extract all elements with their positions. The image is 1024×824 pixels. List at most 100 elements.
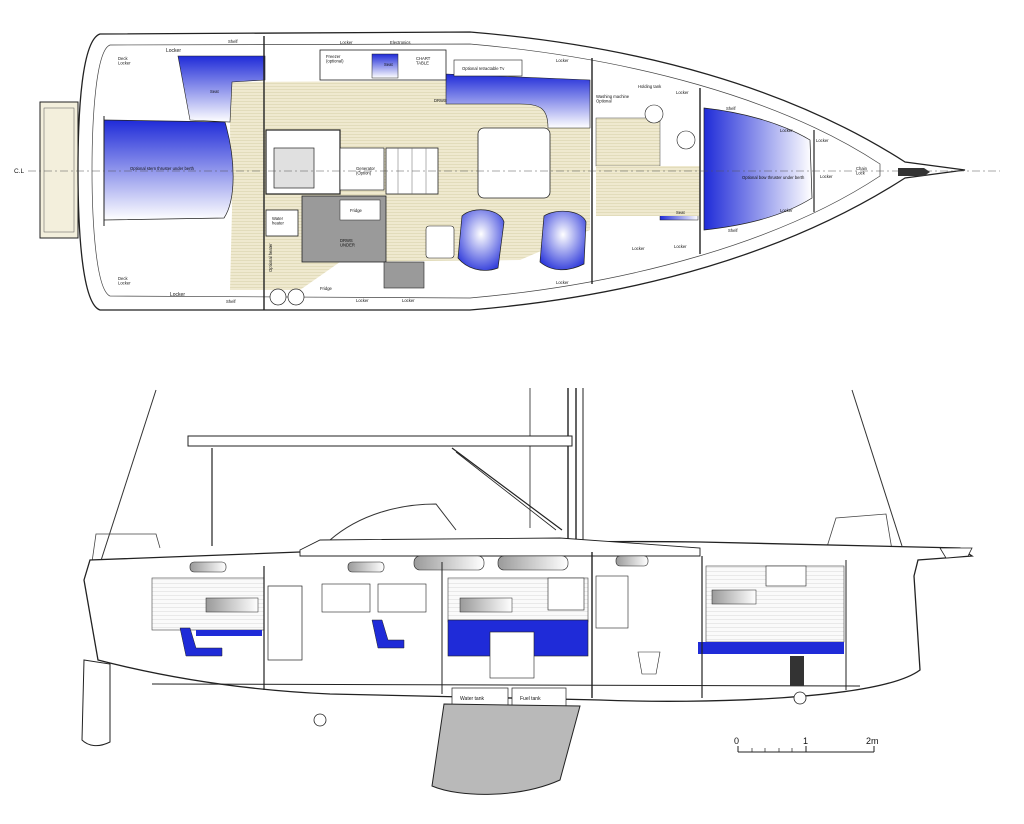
bow-thruster-profile <box>790 656 804 686</box>
label-locker-galley-2: Locker <box>402 298 415 303</box>
label-locker-aft-top: Locker <box>166 48 181 54</box>
pulpit <box>825 513 893 551</box>
scale-label-2: 2m <box>866 736 879 746</box>
toilet-profile <box>637 651 661 675</box>
portlight-4 <box>497 555 569 571</box>
label-fridge-main: Fridge <box>350 208 363 213</box>
sprayhood <box>329 503 457 541</box>
cabinet-2 <box>377 583 427 613</box>
label-holding-tank: Holding tank <box>638 84 662 89</box>
saloon-settee-blue <box>445 73 591 129</box>
label-shelf-fwd-bottom: Shelf <box>728 228 738 233</box>
propeller <box>313 713 327 727</box>
scale-label-1: 1 <box>803 736 808 746</box>
label-bow-thruster: Optional bow thruster under berth <box>742 175 805 180</box>
forward-berth-profile <box>698 642 844 654</box>
galley-stove <box>383 261 425 289</box>
label-locker-fwd-top: Locker <box>780 128 793 133</box>
saloon-table <box>477 127 551 199</box>
label-locker-head-top: Locker <box>676 90 689 95</box>
tall-locker <box>267 585 303 661</box>
label-locker-fwd-bottom-2: Locker <box>780 208 793 213</box>
label-locker-saloon-bottom: Locker <box>556 280 569 285</box>
cabinet-5 <box>765 565 807 587</box>
label-optional-tv: Optional retractable Tv <box>462 66 505 71</box>
panel-fwd <box>711 589 757 605</box>
bowsprit <box>939 547 973 559</box>
label-locker-nav: Locker <box>340 40 353 45</box>
scale-bar: 0 1 2m <box>734 736 879 753</box>
portlight-2 <box>347 561 385 573</box>
tank-circle-2 <box>287 288 305 306</box>
label-fuel-tank: Fuel tank <box>520 696 541 702</box>
aft-seat-blue <box>177 55 266 123</box>
vang-2 <box>455 451 557 531</box>
label-freezer: Freezer(optional) <box>326 54 344 64</box>
label-locker-bow-top: Locker <box>816 138 829 143</box>
keel <box>431 703 581 795</box>
label-water-tank: Water tank <box>460 696 484 702</box>
anchor-bow <box>898 168 930 176</box>
label-locker-saloon-top: Locker <box>556 58 569 63</box>
saloon-table-profile <box>489 631 535 679</box>
label-optional-heater: Optional heater <box>268 243 273 272</box>
profile-view: Water tank Fuel tank <box>81 388 974 795</box>
deckhouse <box>299 537 701 557</box>
cabin-sole-line <box>151 683 861 687</box>
forward-passage-sole <box>596 166 700 216</box>
label-generator: Generator(Option) <box>356 166 375 176</box>
saloon-chair-2 <box>539 210 587 271</box>
fridge-main-box <box>339 199 381 221</box>
scale-label-0: 0 <box>734 736 739 746</box>
cabinet-1 <box>321 583 371 613</box>
vang <box>451 447 563 531</box>
panel-aft <box>205 597 259 613</box>
cabinet-3 <box>547 577 585 611</box>
head-sole <box>595 117 661 167</box>
tv-cabinet <box>453 59 523 77</box>
forestay <box>851 389 903 547</box>
nav-seat-profile <box>371 619 405 649</box>
head-toilet <box>676 130 696 150</box>
aft-seat-profile <box>179 627 223 657</box>
label-seat-fwd: Seat <box>676 210 685 215</box>
cabinet-4 <box>595 575 629 629</box>
nav-seat-blue <box>371 53 399 79</box>
cl-label: C.L <box>14 168 25 175</box>
swim-platform <box>39 101 79 239</box>
swim-platform-inner <box>43 107 75 233</box>
portlight-3 <box>413 555 485 571</box>
label-drws-top: DRWS <box>434 98 447 103</box>
portlight-1 <box>189 561 227 573</box>
label-seat-nav: Seat <box>384 62 393 67</box>
galley-sink <box>425 225 455 259</box>
portlight-5 <box>615 555 649 567</box>
boom <box>187 435 573 447</box>
aft-berth-blue <box>103 119 234 221</box>
label-electronics: Electronics <box>390 40 410 45</box>
label-locker-aft-bottom: Locker <box>170 292 185 298</box>
label-locker-fwd-bottom-1: Locker <box>674 244 687 249</box>
panel-saloon <box>459 597 513 613</box>
engine-block <box>273 147 315 189</box>
bow-prop <box>793 691 807 705</box>
hull-inner-plan <box>91 43 881 299</box>
label-shelf-fwd-top: Shelf <box>726 106 736 111</box>
rudder <box>81 659 111 747</box>
label-locker-galley-1: Locker <box>356 298 369 303</box>
tank-circle-1 <box>269 288 287 306</box>
water-heater-box <box>265 209 299 237</box>
label-fridge-aft: Fridge <box>320 286 333 291</box>
label-locker-bow-cl: Locker <box>820 174 833 179</box>
generator-box <box>339 147 385 191</box>
